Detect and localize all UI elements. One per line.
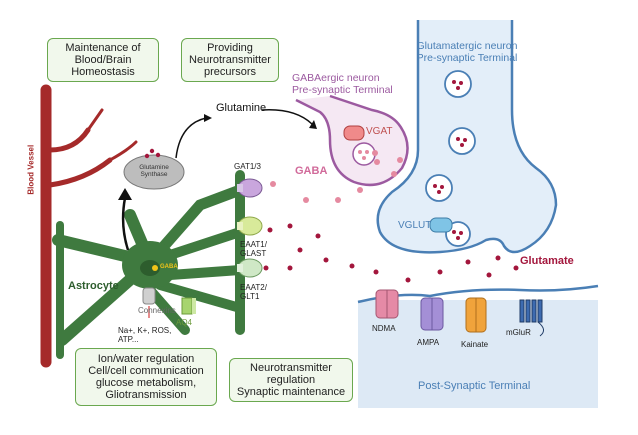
eaat1-line-1: EAAT1/ [240, 240, 267, 249]
arrow-to-gaba-neuron [261, 109, 313, 125]
eaat2-label: EAAT2/ GLT1 [240, 283, 267, 301]
synthase-line-2: Synthase [140, 171, 168, 179]
gat-label: GAT1/3 [234, 162, 261, 171]
box-precursors: Providing Neurotransmitter precursors [181, 38, 279, 82]
gaba-molecules [270, 150, 403, 203]
eaat2-transporter [237, 258, 263, 278]
box-ion-line-4: Gliotransmission [105, 389, 187, 401]
glut-neuron-line-2: Pre-synaptic Terminal [416, 52, 518, 65]
arrowhead-synthase [118, 188, 132, 200]
arrowhead-gaba-neuron [309, 120, 317, 129]
receptor-label-ampa: AMPA [417, 338, 440, 347]
mglur-receptor [519, 299, 544, 337]
aq4-channel-b [192, 298, 196, 314]
box-precursors-line-3: precursors [204, 66, 256, 78]
ions-label: Na+, K+, ROS, ATP... [118, 326, 171, 344]
box-ion-line-2: Cell/cell communication [88, 365, 204, 377]
ndma-receptor [375, 289, 399, 319]
vglut-transporter [429, 217, 453, 233]
eaat2-line-1: EAAT2/ [240, 283, 267, 292]
glut-vesicles [425, 70, 476, 247]
arrow-to-glutamine [175, 117, 207, 159]
glutamine-synthase-label: Glutamine Synthase [132, 164, 176, 179]
eaat1-line-2: GLAST [240, 249, 267, 259]
aq4-label: AQ4 [176, 318, 193, 327]
gaba-neuron-line-2: Pre-synaptic Terminal [292, 84, 393, 97]
box-ion-line-1: Ion/water regulation [97, 353, 195, 365]
receptor-label-mglur: mGluR [506, 328, 531, 337]
gaba-small-label: GABA [160, 264, 178, 270]
glut-neuron-line-1: Glutamatergic neuron [416, 40, 518, 52]
synthase-dots [144, 148, 161, 159]
box-maintenance-line-2: Blood/Brain [74, 54, 132, 66]
box-nt-line-1: Neurotransmitter [250, 362, 332, 374]
box-maintenance-line-1: Maintenance of [65, 42, 141, 54]
box-nt-regulation: Neurotransmitter regulation Synaptic mai… [229, 358, 353, 402]
ions-line-2: ATP... [118, 335, 139, 345]
eaat1-label: EAAT1/ GLAST [240, 240, 267, 258]
receptor-label-ndma: NDMA [372, 324, 396, 333]
box-maintenance: Maintenance of Blood/Brain Homeostasis [47, 38, 159, 82]
vgat-label: VGAT [366, 126, 393, 137]
gabaergic-neuron-label: GABAergic neuron Pre-synaptic Terminal [292, 72, 393, 96]
eaat1-transporter [237, 216, 263, 236]
gaba-label: GABA [295, 165, 328, 177]
aq4-channel [181, 297, 193, 315]
glutamine-label: Glutamine [216, 102, 267, 114]
ions-line-1: Na+, K+, ROS, [118, 326, 172, 335]
ampa-receptor [420, 297, 444, 331]
glutamine-synthase [123, 154, 185, 190]
astrocyte-nucleus [140, 260, 160, 276]
arrowhead-glutamine [204, 114, 212, 122]
glutamatergic-neuron-label: Glutamatergic neuron Pre-synaptic Termin… [402, 40, 532, 64]
eaat2-line-2: GLT1 [240, 292, 260, 302]
box-precursors-line-1: Providing [207, 42, 253, 54]
blood-vessel [40, 84, 138, 368]
synthase-line-1: Glutamine [139, 164, 169, 171]
connexin-channel [142, 287, 156, 305]
glutamate-molecules [263, 223, 519, 283]
gaba-vesicle-dots [358, 150, 369, 160]
connexins-label: Connexins [138, 306, 176, 315]
post-synaptic-label: Post-Synaptic Terminal [418, 380, 531, 392]
vgat-transporter [343, 125, 365, 141]
receptor-label-kainate: Kainate [461, 340, 489, 349]
blood-vessel-label: Blood Vessel [26, 144, 36, 195]
box-ion-line-3: glucose metabolism, [95, 377, 197, 389]
glut-vesicle-dots [433, 80, 467, 240]
glutamate-label: Glutamate [520, 255, 574, 267]
gaba-vesicle [352, 142, 376, 166]
box-nt-line-3: Synaptic maintenance [236, 386, 346, 398]
astrocyte-label: Astrocyte [68, 280, 119, 292]
kainate-receptor [465, 297, 487, 333]
arrow-to-synthase [121, 197, 130, 251]
gaba-dot [152, 265, 158, 271]
gaba-neuron-line-1: GABAergic neuron [292, 72, 380, 84]
box-precursors-line-2: Neurotransmitter [189, 54, 271, 66]
box-ion-regulation: Ion/water regulation Cell/cell communica… [75, 348, 217, 406]
gat-transporter [237, 178, 263, 198]
box-maintenance-line-3: Homeostasis [71, 66, 135, 78]
box-nt-line-2: regulation [266, 374, 316, 386]
vglut-label: VGLUT [398, 220, 432, 231]
